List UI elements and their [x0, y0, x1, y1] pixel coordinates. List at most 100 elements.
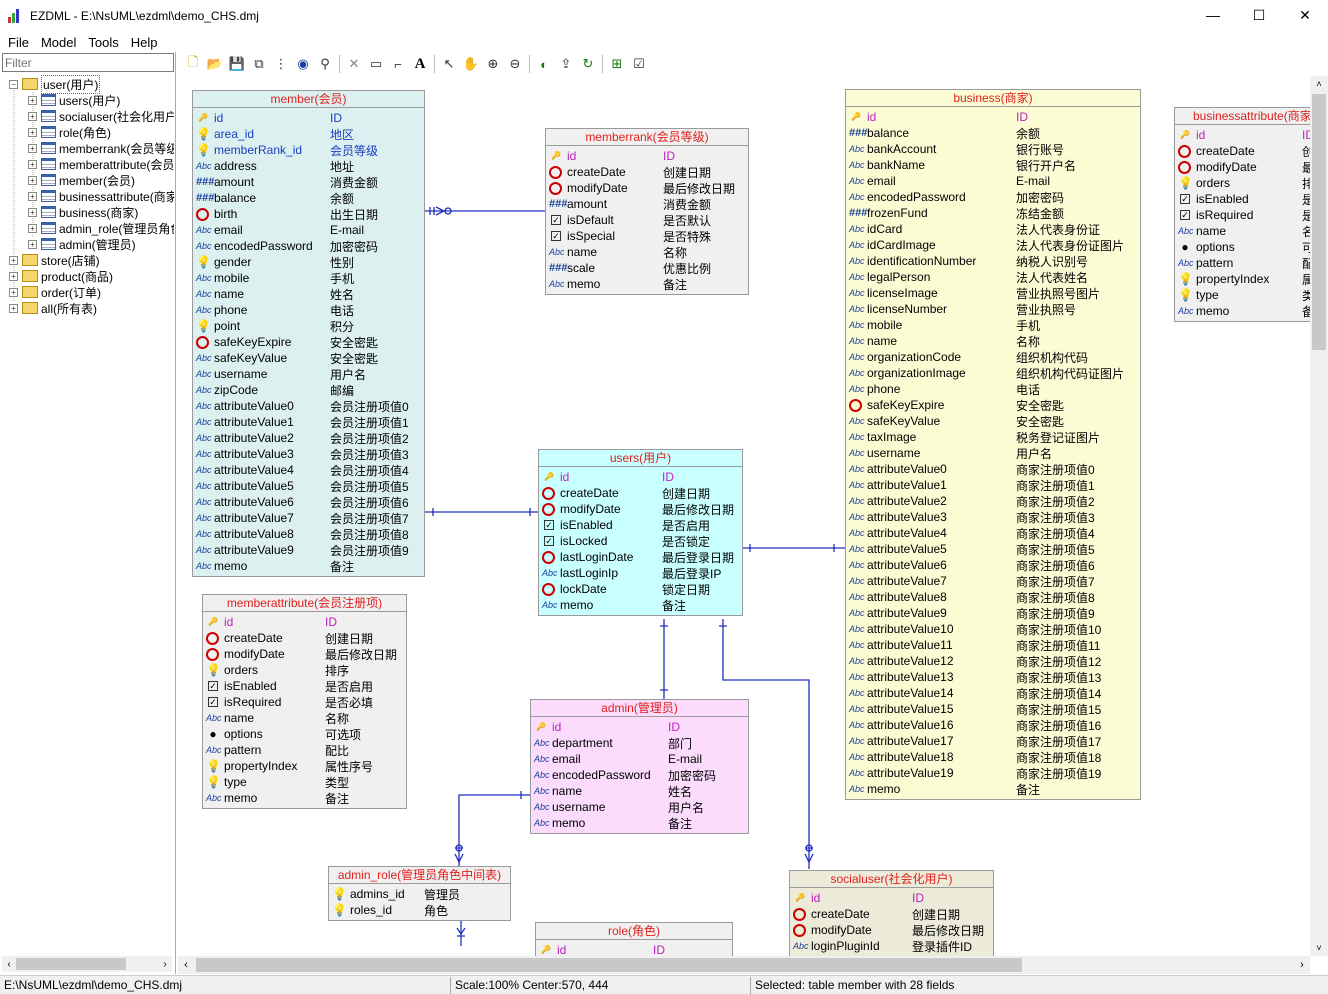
- tree-item[interactable]: +role(角色): [28, 124, 111, 140]
- expand-icon[interactable]: +: [28, 191, 37, 201]
- scroll-right-icon[interactable]: ›: [163, 958, 167, 970]
- tree-item[interactable]: +memberattribute(会员注册项): [28, 156, 174, 172]
- tree-horizontal-scrollbar[interactable]: ‹ ›: [2, 956, 172, 972]
- zoom-out-icon[interactable]: ⊖: [509, 56, 521, 71]
- expand-icon[interactable]: +: [9, 255, 18, 265]
- expand-icon[interactable]: +: [9, 271, 18, 281]
- text-icon[interactable]: A: [414, 55, 426, 72]
- menu-help[interactable]: Help: [130, 34, 158, 50]
- menu-tools[interactable]: Tools: [88, 34, 119, 50]
- collapse-icon[interactable]: −: [9, 79, 18, 89]
- expand-icon[interactable]: +: [28, 159, 37, 169]
- new-icon[interactable]: 🗋: [187, 54, 199, 69]
- scroll-down-icon[interactable]: ˅: [1316, 943, 1322, 953]
- expand-icon[interactable]: +: [28, 223, 37, 233]
- tree-item[interactable]: +admin(管理员): [28, 236, 136, 252]
- tree-item[interactable]: +store(店铺): [9, 252, 100, 268]
- save-icon[interactable]: 💾: [228, 56, 246, 71]
- scroll-left-icon[interactable]: ‹: [184, 959, 188, 971]
- find-icon[interactable]: ⚲: [320, 56, 330, 71]
- minimize-button[interactable]: —: [1206, 7, 1220, 23]
- tree-item[interactable]: +admin_role(管理员角色中间表): [28, 220, 174, 236]
- expand-icon[interactable]: +: [28, 127, 37, 137]
- expand-icon[interactable]: +: [28, 111, 37, 121]
- scroll-thumb[interactable]: [196, 958, 1022, 972]
- scroll-thumb[interactable]: [1312, 94, 1326, 350]
- menu-model[interactable]: Model: [40, 34, 77, 50]
- expand-icon[interactable]: +: [9, 287, 18, 297]
- expand-icon[interactable]: +: [9, 303, 18, 313]
- scroll-up-icon[interactable]: ˄: [1316, 79, 1322, 89]
- link-icon[interactable]: ⌐: [394, 56, 402, 72]
